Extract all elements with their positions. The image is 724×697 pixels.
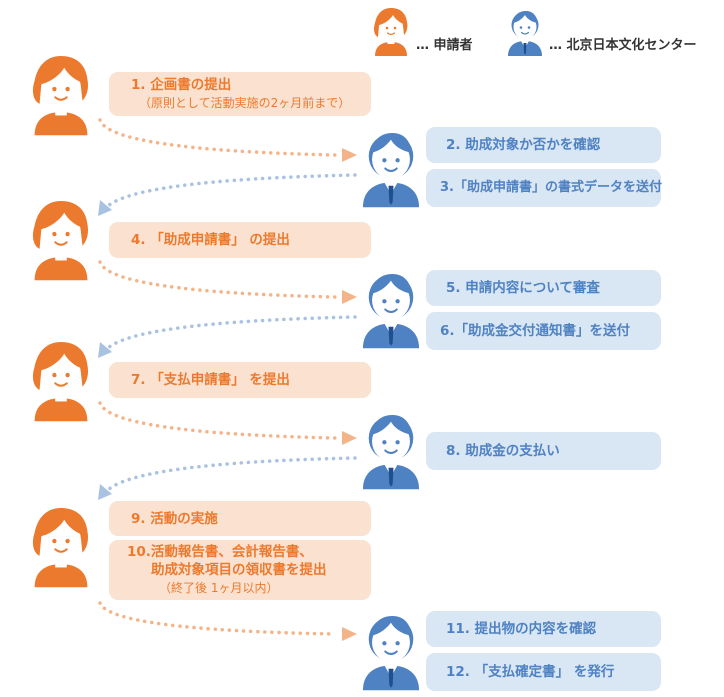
center-icon-2 [358,265,424,349]
step-1-note: （原則として活動実施の2ヶ月前まで） [139,96,351,110]
step-6-title: 6.「助成金交付通知書」を送付 [440,323,631,339]
step-6-box: 6.「助成金交付通知書」を送付 [426,312,661,350]
applicant-icon-4 [28,504,94,588]
step-5-box: 5. 申請内容について審査 [426,270,661,306]
arrow-3-to-4 [104,173,357,210]
step-1-box: 1. 企画書の提出 （原則として活動実施の2ヶ月前まで） [109,72,371,116]
step-12-box: 12. 「支払確定書」 を発行 [426,653,661,691]
step-3-title: 3.「助成申請書」の書式データを送付 [440,180,662,195]
step-10-line1: 10.活動報告書、会計報告書、 [127,544,313,560]
step-11-box: 11. 提出物の内容を確認 [426,611,661,647]
center-icon-1 [358,124,424,208]
applicant-icon-1 [28,52,94,136]
legend-applicant-label: … 申請者 [416,38,473,53]
center-icon-4 [358,607,424,691]
arrow-4-to-5 [98,260,337,299]
arrowheads [98,148,357,641]
step-1-title: 1. 企画書の提出 [131,77,232,93]
applicant-icon-2 [28,197,94,281]
arrow-10-to-11 [98,601,337,636]
step-2-title: 2. 助成対象か否かを確認 [446,137,601,153]
legend-center-label: … 北京日本文化センター [549,38,697,53]
step-9-title: 9. 活動の実施 [131,510,218,527]
step-11-title: 11. 提出物の内容を確認 [446,621,597,637]
step-8-title: 8. 助成金の支払い [446,443,560,459]
arrow-7-to-8 [98,401,337,440]
step-4-title: 4. 「助成申請書」 の提出 [131,232,290,248]
arrow-1-to-2 [98,118,337,157]
arrow-6-to-7 [104,315,357,352]
step-12-title: 12. 「支払確定書」 を発行 [446,664,615,680]
center-icon-3 [358,406,424,490]
step-10-note: （終了後 1ヶ月以内） [159,581,279,595]
step-10-line2: 助成対象項目の領収書を提出 [151,562,327,578]
step-3-box: 3.「助成申請書」の書式データを送付 [426,169,662,207]
step-7-box: 7. 「支払申請書」 を提出 [109,362,371,398]
step-7-title: 7. 「支払申請書」 を提出 [131,372,290,388]
step-10-box: 10.活動報告書、会計報告書、 助成対象項目の領収書を提出 （終了後 1ヶ月以内… [109,540,371,600]
step-8-box: 8. 助成金の支払い [426,432,661,470]
step-5-title: 5. 申請内容について審査 [446,280,600,296]
step-2-box: 2. 助成対象か否かを確認 [426,127,661,163]
step-9-box: 9. 活動の実施 [109,501,371,536]
arrow-8-to-9 [104,456,357,494]
applicant-icon-3 [28,338,94,422]
step-4-box: 4. 「助成申請書」 の提出 [109,222,371,258]
